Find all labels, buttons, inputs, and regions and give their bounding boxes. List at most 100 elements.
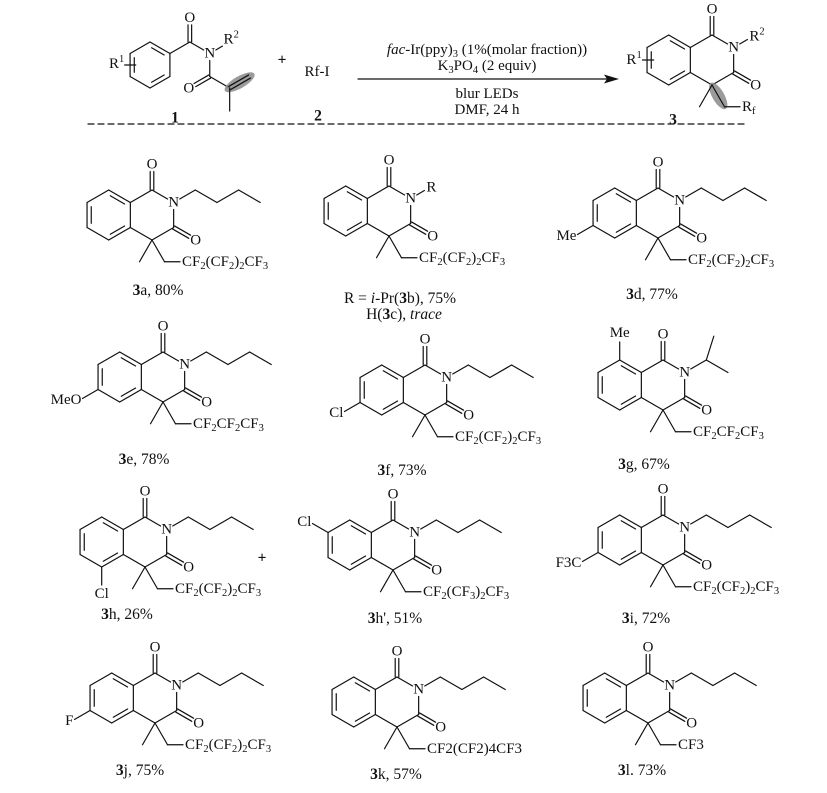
imide-ring <box>640 514 686 566</box>
benzene-ring <box>597 514 642 566</box>
reactant-2-formula: Rf-I <box>305 64 330 80</box>
ring-bond <box>668 34 691 49</box>
ring-bond <box>162 388 186 403</box>
carbonyl-bond <box>173 225 192 236</box>
nitrogen-atom: N <box>674 193 685 209</box>
bond <box>205 351 229 366</box>
carbonyl-bond <box>172 228 190 239</box>
formula-part: 2 <box>711 585 716 596</box>
ring-bond <box>108 226 131 241</box>
bond <box>727 514 751 529</box>
nitrogen-atom: N <box>168 195 179 211</box>
formula-part: (CF <box>209 737 232 753</box>
compound-label: 3i, 72% <box>622 610 670 627</box>
substituent-bond <box>73 709 91 721</box>
ring-bond <box>79 516 103 531</box>
ring-bond <box>657 224 681 239</box>
oxygen-atom: O <box>201 394 212 410</box>
ring-bond <box>662 514 680 525</box>
ring-bond <box>149 41 171 55</box>
ring-bond <box>101 553 124 568</box>
label-part: 3 <box>382 306 390 323</box>
ring-bond <box>646 34 670 49</box>
methylene-bond <box>151 239 166 263</box>
oxygen-atom: O <box>431 562 442 578</box>
label-part: trace <box>410 306 442 323</box>
ring-bond <box>619 514 642 529</box>
formula-part: CF <box>740 424 758 440</box>
perfluoroalkyl-group: CF2(CF2)2CF3 <box>455 429 541 447</box>
benzene-ring <box>359 364 404 416</box>
ring-bond <box>374 713 398 728</box>
compound-label: H(3c), trace <box>366 306 442 323</box>
bond <box>690 359 707 370</box>
formula-part: Me <box>556 228 576 244</box>
formula-part: 2 <box>441 590 446 601</box>
nitrogen-atom: N <box>728 40 739 56</box>
ring-bond <box>370 556 394 571</box>
formula-part: (2 equiv) <box>478 58 536 74</box>
compound-yield: e, 78% <box>126 451 169 468</box>
formula-part: (CF <box>199 581 222 597</box>
formula-part: 2 <box>711 430 716 441</box>
substituent-bond <box>81 388 99 400</box>
ring-bond <box>353 676 376 691</box>
ring-bond <box>89 709 113 724</box>
highlight-alkene-marker <box>224 72 255 93</box>
condition-solvent-time: DMF, 24 h <box>454 102 520 118</box>
condition-catalyst: fac-Ir(ppy)3 (1%(molar fraction)) <box>387 42 587 60</box>
ring-bond <box>122 553 146 568</box>
methyl-bond <box>379 569 394 593</box>
carbonyl-bond <box>195 77 212 88</box>
ring-substituent: F <box>65 713 73 729</box>
ring-bond <box>711 34 729 45</box>
formula-part: CF <box>193 416 211 432</box>
oxygen-atom: O <box>184 10 195 26</box>
label-part: i <box>371 290 375 307</box>
compound-number: 3 <box>116 762 124 779</box>
bond <box>209 516 233 531</box>
catalyst-formula: (1%(molar fraction)) <box>458 42 587 58</box>
compound-label: 3g, 67% <box>618 456 670 473</box>
oxygen-atom: O <box>696 230 707 246</box>
bond <box>467 364 491 379</box>
formula-part: CF <box>688 252 706 268</box>
ring-bond <box>140 351 164 366</box>
double-bond-inner <box>620 395 637 405</box>
ring-bond <box>625 709 649 724</box>
formula-part: 2 <box>203 743 208 754</box>
formula-part: 2 <box>735 430 740 441</box>
ring-bond <box>359 364 383 379</box>
nitrogen-atom: N <box>405 191 416 207</box>
imide-ring <box>625 672 671 724</box>
bond <box>705 514 729 529</box>
carbonyl-bond <box>176 708 195 719</box>
bond <box>690 514 707 525</box>
formula-part: CF <box>247 737 265 753</box>
compound-label: 3l. 73% <box>618 762 666 779</box>
nitrogen-atom: N <box>441 370 452 386</box>
methyl-bond <box>644 237 659 261</box>
carbonyl-bond <box>446 400 465 411</box>
imide-ring <box>140 351 186 403</box>
oxygen-atom: O <box>658 482 669 498</box>
formula-part: 1 <box>636 50 641 61</box>
formula-part: 2 <box>242 743 247 754</box>
compound-number: 3 <box>101 606 109 623</box>
compound-number: 3 <box>368 610 376 627</box>
formula-part: 2 <box>466 256 471 267</box>
compound-yield: f, 73% <box>385 462 426 479</box>
oxygen-atom: O <box>701 557 712 573</box>
formula-part: Cl <box>329 405 343 421</box>
ring-bond <box>388 185 406 196</box>
formula-part: 3 <box>266 743 271 754</box>
formula-part: CF <box>455 429 473 445</box>
ring-bond <box>381 401 404 416</box>
ring-bond <box>646 71 670 86</box>
formula-part: 3 <box>769 258 774 269</box>
bond <box>690 672 714 687</box>
